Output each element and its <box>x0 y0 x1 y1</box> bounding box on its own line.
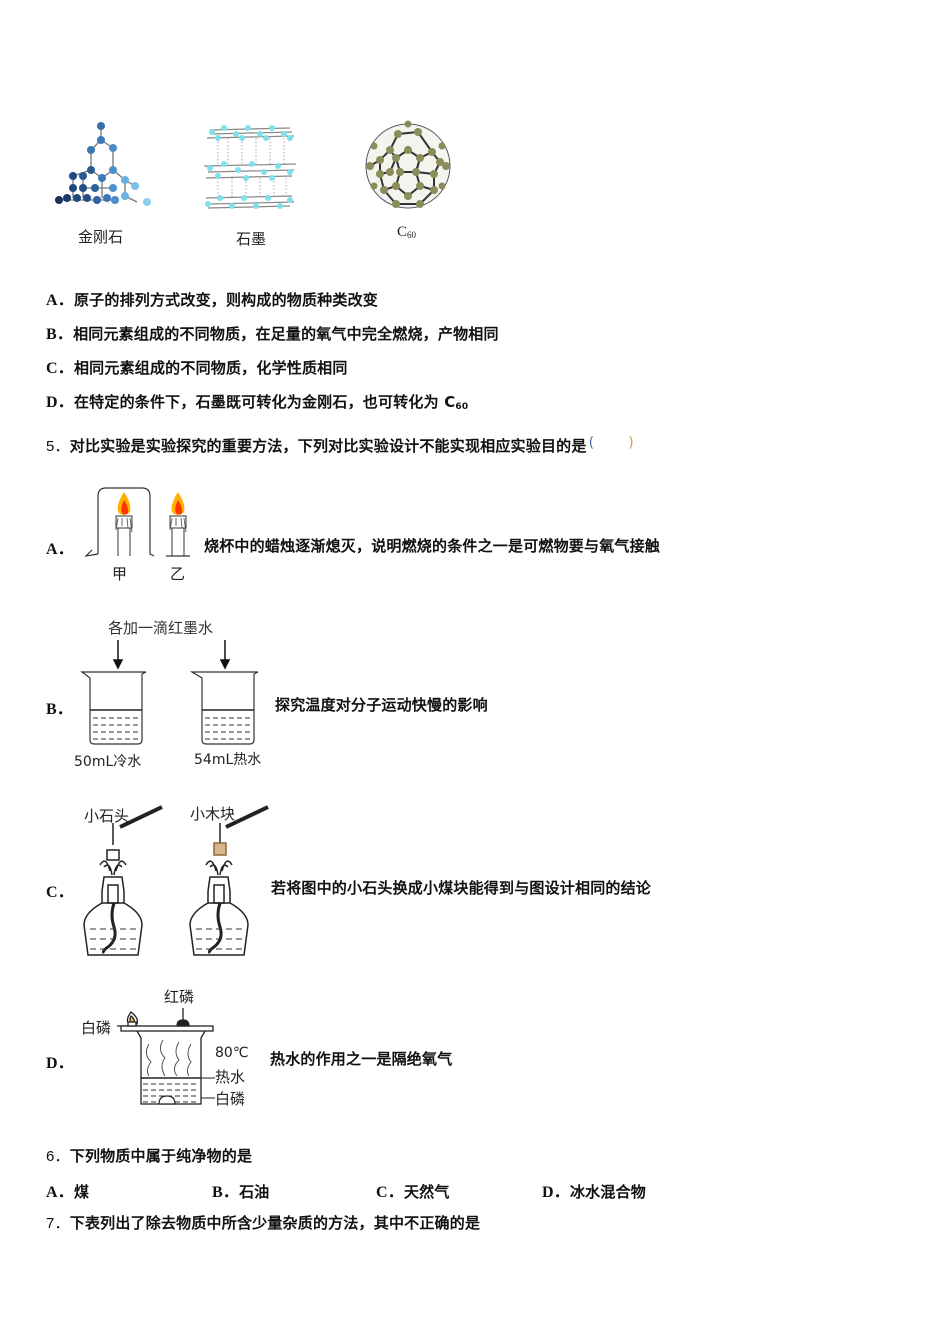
q5-option-c-text: 若将图中的小石头换成小煤块能得到与图设计相同的结论 <box>271 879 652 897</box>
q6-option-b: B．石油 <box>212 1178 269 1202</box>
q7-number: 7． <box>46 1215 70 1232</box>
q6-option-c-letter: C． <box>376 1184 404 1201</box>
q4-option-b-letter: B． <box>46 326 74 343</box>
q6-option-c-text: 天然气 <box>403 1183 450 1201</box>
graphite-structure-icon <box>203 125 297 209</box>
q4-option-c-text: 相同元素组成的不同物质，化学性质相同 <box>73 359 348 377</box>
q6-option-b-letter: B． <box>212 1184 240 1201</box>
hot-water-label: 54mL热水 <box>194 752 262 768</box>
q6-stem: 6．下列物质中属于纯净物的是 <box>46 1145 252 1166</box>
diamond-structure-icon <box>55 122 151 206</box>
q4-option-b: B．相同元素组成的不同物质，在足量的氧气中完全燃烧，产物相同 <box>46 320 499 344</box>
q5-option-d-text: 热水的作用之一是隔绝氧气 <box>270 1050 453 1068</box>
q7-stem: 7．下表列出了除去物质中所含少量杂质的方法，其中不正确的是 <box>46 1212 480 1233</box>
q4-option-d-subscript: 60 <box>455 402 469 412</box>
q6-option-a-text: 煤 <box>73 1183 90 1201</box>
red-phosphorus-label: 红磷 <box>164 988 195 1006</box>
q6-option-b-text: 石油 <box>239 1183 270 1201</box>
q6-stem-text: 下列物质中属于纯净物的是 <box>69 1147 253 1165</box>
candle-label-yi: 乙 <box>170 565 186 583</box>
candle-beaker-figure-icon <box>84 487 190 557</box>
white-phosphorus-top-label: 白磷 <box>81 1019 112 1037</box>
small-wood-label: 小木块 <box>190 805 236 823</box>
q5-option-b-letter: B． <box>46 701 74 718</box>
q5-option-b-text: 探究温度对分子运动快慢的影响 <box>275 696 488 714</box>
q5-option-c-letter: C． <box>46 884 74 901</box>
phosphorus-combustion-figure-icon <box>117 1008 215 1105</box>
q6-option-a: A．煤 <box>46 1178 89 1202</box>
c60-label: C60 <box>397 224 416 241</box>
q5-number: 5． <box>46 438 70 455</box>
q6-option-a-letter: A． <box>46 1184 74 1201</box>
c60-label-subscript: 60 <box>407 230 417 240</box>
c60-label-base: C <box>397 224 408 240</box>
q4-option-a-text: 原子的排列方式改变，则构成的物质种类改变 <box>73 291 378 309</box>
candle-label-jia: 甲 <box>112 565 128 583</box>
white-phosphorus-bottom-label: 白磷 <box>215 1090 246 1108</box>
q6-option-d-text: 冰水混合物 <box>569 1183 646 1201</box>
q5-option-a-text: 烧杯中的蜡烛逐渐熄灭，说明燃烧的条件之一是可燃物要与氧气接触 <box>204 537 661 555</box>
q6-option-c: C．天然气 <box>376 1178 450 1202</box>
q4-option-c-letter: C． <box>46 360 74 377</box>
q6-number: 6． <box>46 1148 70 1165</box>
q6-option-d-letter: D． <box>542 1184 570 1201</box>
alcohol-lamps-figure-icon <box>83 805 269 956</box>
q5-option-a-letter: A． <box>46 541 74 558</box>
q4-option-b-text: 相同元素组成的不同物质，在足量的氧气中完全燃烧，产物相同 <box>73 325 499 343</box>
q4-option-d-letter: D． <box>46 394 74 411</box>
q4-option-d-text: 在特定的条件下，石墨既可转化为金刚石，也可转化为 C <box>73 393 456 411</box>
q5-paren-close: ) <box>628 435 634 451</box>
q6-option-d: D．冰水混合物 <box>542 1178 646 1202</box>
temperature-label: 80℃ <box>215 1045 249 1061</box>
beaker-top-label: 各加一滴红墨水 <box>108 619 214 637</box>
diamond-label: 金刚石 <box>78 228 124 246</box>
beakers-figure-icon <box>80 640 259 745</box>
q5-paren-open: ( <box>588 435 595 451</box>
c60-structure-icon <box>365 120 451 209</box>
q4-option-a: A．原子的排列方式改变，则构成的物质种类改变 <box>46 286 378 310</box>
q4-option-a-letter: A． <box>46 292 74 309</box>
q4-option-d: D．在特定的条件下，石墨既可转化为金刚石，也可转化为 C60 <box>46 388 468 412</box>
q5-option-d-letter: D． <box>46 1055 74 1072</box>
q5-stem-text: 对比实验是实验探究的重要方法，下列对比实验设计不能实现相应实验目的是 <box>69 437 587 455</box>
q5-stem: 5．对比实验是实验探究的重要方法，下列对比实验设计不能实现相应实验目的是() <box>46 435 634 456</box>
hot-water-label-d: 热水 <box>215 1068 246 1086</box>
graphite-label: 石墨 <box>236 230 267 248</box>
cold-water-label: 50mL冷水 <box>74 754 142 770</box>
q7-stem-text: 下表列出了除去物质中所含少量杂质的方法，其中不正确的是 <box>69 1214 481 1232</box>
small-stone-label: 小石头 <box>84 807 130 825</box>
q4-option-c: C．相同元素组成的不同物质，化学性质相同 <box>46 354 348 378</box>
